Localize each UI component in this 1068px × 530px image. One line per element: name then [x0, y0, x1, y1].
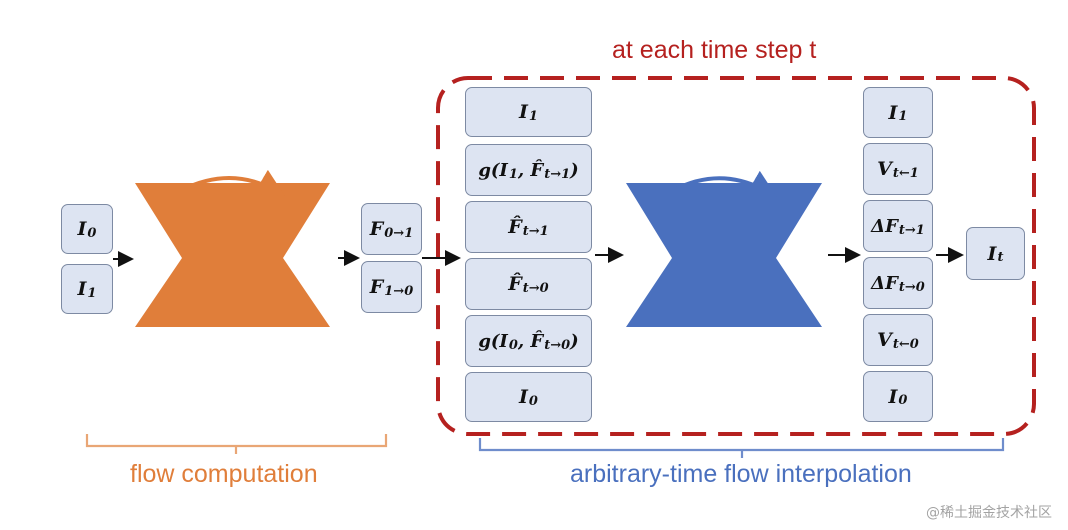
interp-input-i1-sub: 1: [528, 108, 538, 124]
interp-input-g0-close: ): [570, 330, 579, 352]
flow-f01-sub: 0→1: [384, 225, 414, 241]
interp-input-ft1-base: F̂: [508, 216, 522, 238]
time-step-title: at each time step t: [612, 36, 816, 65]
interp-output-df0-sub: t→0: [898, 279, 925, 295]
time-step-title-text: at each time step t: [612, 36, 817, 64]
input-i0-base: I: [77, 218, 87, 240]
interp-input-ft1-sub: t→1: [522, 223, 549, 239]
flow-computation-caption: flow computation: [130, 460, 318, 488]
time-step-frame: [436, 76, 1036, 436]
interp-output-i1-base: I: [888, 101, 898, 124]
interp-input-g1-sub: 1: [508, 166, 518, 182]
result-it-sub: t: [997, 250, 1004, 265]
interp-input-g0-base: g(I: [478, 330, 508, 352]
result-it-base: I: [987, 242, 997, 265]
input-i1-sub: 1: [87, 285, 97, 301]
flow-interpolation-network: [626, 183, 822, 327]
interp-input-g1-close: ): [570, 159, 579, 181]
interp-input-g0-sub2: t→0: [544, 337, 571, 353]
interp-output-v1-sub: t←1: [892, 165, 919, 181]
interp-output-v0-base: V: [877, 329, 892, 351]
interp-output-i0-sub: 0: [898, 393, 908, 408]
flow-f10-base: F: [369, 276, 384, 298]
input-i1-base: I: [77, 278, 87, 300]
interp-input-g0-sub: 0: [508, 337, 518, 353]
interp-input-g1-base: g(I: [478, 159, 508, 181]
interp-input-i0-base: I: [519, 386, 528, 408]
watermark: @稀土掘金技术社区: [926, 505, 1052, 521]
interp-input-i1-base: I: [519, 101, 528, 123]
interp-input-ft1: F̂t→1: [465, 201, 592, 253]
interp-output-v0-sub: t←0: [892, 336, 919, 352]
interp-output-i1-sub: 1: [898, 109, 908, 124]
interpolation-caption: arbitrary-time flow interpolation: [570, 460, 912, 488]
interp-output-df0-base: ΔF: [871, 272, 898, 294]
flow-f01-base: F: [369, 218, 384, 240]
interp-output-df1-base: ΔF: [871, 215, 898, 237]
flow-computation-network: [135, 183, 330, 327]
interp-input-ft0-base: F̂: [508, 273, 522, 295]
interp-output-v1-base: V: [877, 158, 892, 180]
interp-input-ft0: F̂t→0: [465, 258, 592, 310]
input-i0-sub: 0: [87, 225, 97, 241]
interp-input-i0-sub: 0: [528, 393, 538, 409]
interp-input-g1-tail: , F̂: [517, 159, 544, 181]
interp-input-g0-tail: , F̂: [517, 330, 544, 352]
interp-output-df1-sub: t→1: [898, 222, 925, 238]
interpolation-brace: [478, 438, 1005, 458]
flow-computation-brace: [85, 434, 388, 454]
flow-f10-sub: 1→0: [384, 283, 414, 299]
interp-output-i0-base: I: [888, 385, 898, 408]
interp-input-g1-sub2: t→1: [544, 166, 571, 182]
orange-skip-arrow: [181, 169, 285, 197]
blue-skip-arrow: [673, 170, 777, 198]
interp-input-ft0-sub: t→0: [522, 280, 549, 296]
